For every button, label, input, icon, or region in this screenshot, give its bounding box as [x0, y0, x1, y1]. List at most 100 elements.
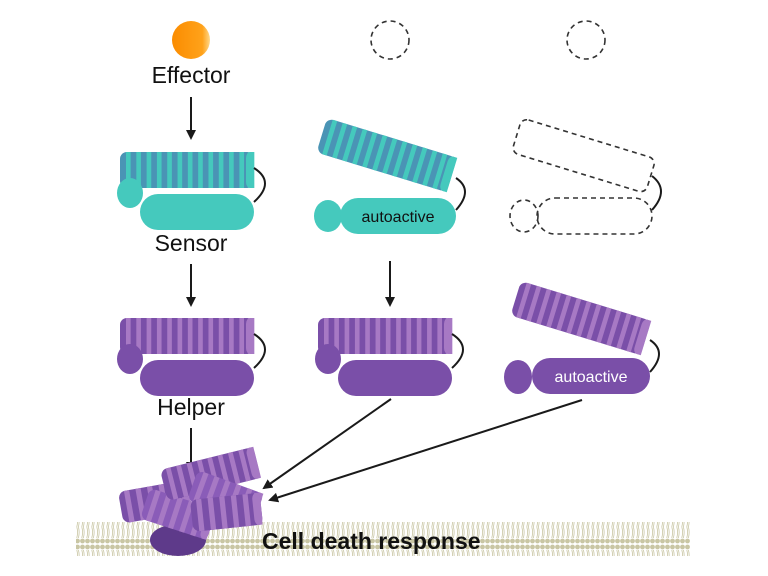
lrr-stripe [230, 495, 240, 528]
sensor-protein [117, 152, 266, 230]
helper-resistosome-complex [119, 446, 264, 556]
lrr-stripe [375, 318, 381, 354]
lrr-stripe [324, 318, 329, 354]
lrr-stripe [406, 318, 412, 354]
lrr-stripe [332, 122, 348, 159]
sensor-nb-domain [340, 198, 456, 234]
lrr-stripe [586, 304, 602, 340]
lrr-cap [444, 318, 452, 354]
sensor-cc-domain [314, 200, 342, 232]
lrr-stripe [156, 152, 162, 188]
lrr-stripe [218, 152, 224, 188]
lrr-stripe [342, 125, 358, 162]
effector-icon [172, 21, 210, 59]
linker [649, 339, 660, 373]
lrr-stripe [242, 493, 251, 527]
lrr-cap [440, 156, 456, 192]
lrr-stripe [229, 318, 234, 354]
linker [253, 167, 266, 203]
lrr-stripe [126, 152, 131, 188]
lrr-stripe [526, 285, 542, 322]
lrr-stripe [167, 152, 172, 188]
lrr-stripe [156, 493, 172, 526]
lrr-stripe [136, 318, 141, 354]
lrr-stripe [146, 318, 152, 354]
helper-nb-domain [140, 360, 254, 396]
lrr-stripe [334, 318, 339, 354]
lrr-stripe [217, 454, 230, 487]
lrr-stripe [187, 318, 193, 354]
lrr-stripe [516, 282, 532, 319]
lrr-stripe [239, 152, 245, 188]
lrr-stripe [167, 318, 172, 354]
lrr-stripe [156, 318, 162, 354]
lrr-stripe [146, 152, 152, 188]
lrr-stripe [322, 119, 338, 156]
lrr-stripe [416, 318, 422, 354]
lrr-cap [252, 493, 263, 525]
lrr-stripe [385, 318, 391, 354]
lrr-stripe [195, 498, 205, 532]
helper-protein [117, 318, 266, 396]
lrr-stripe [576, 301, 592, 337]
lrr-stripe [344, 318, 350, 354]
column-autoactive-sensor: autoactive [262, 20, 466, 490]
absent-effector-icon-2 [566, 20, 606, 60]
column-autoactive-helper: autoactive [268, 20, 662, 503]
absent-effector-icon [370, 20, 410, 60]
lrr-stripe [218, 318, 224, 354]
helper-cc-domain [315, 344, 341, 374]
absent-sensor-outline [509, 118, 662, 235]
lrr-stripe [168, 497, 183, 530]
lrr-stripe [596, 307, 612, 344]
helper-cc-domain [504, 360, 532, 394]
sensor-autoactive-protein: autoactive [314, 119, 466, 234]
helper-nb-domain [338, 360, 452, 396]
lrr-stripe [192, 472, 209, 504]
lrr-stripe [392, 141, 408, 177]
lrr-stripe [177, 318, 183, 354]
sensor-label: Sensor [155, 230, 228, 256]
helper-autoactive-label: autoactive [555, 369, 628, 386]
cell-death-response-label: Cell death response [262, 528, 481, 554]
lrr-stripe [536, 288, 552, 325]
lrr-stripe [165, 467, 179, 500]
sensor-autoactive-label: autoactive [362, 209, 435, 226]
lrr-stripe [179, 500, 194, 533]
effector-label: Effector [152, 62, 231, 88]
lrr-stripe [396, 318, 401, 354]
lrr-stripe [208, 152, 214, 188]
sensor-nb-domain [140, 194, 254, 230]
lrr-cap [246, 152, 254, 188]
lrr-stripe [126, 318, 131, 354]
lrr-stripe [238, 449, 251, 482]
lrr-stripe [427, 318, 432, 354]
lrr-stripe [227, 451, 241, 485]
lrr-cap [246, 318, 254, 354]
lrr-stripe [229, 152, 234, 188]
lrr-stripe [219, 496, 228, 529]
lrr-stripe [372, 135, 388, 171]
lrr-stripe [402, 144, 418, 181]
lrr-stripe [198, 318, 203, 354]
lrr-stripe [187, 152, 193, 188]
helper-nb-domain [532, 358, 650, 394]
arrow-autoactive-helper-to-complex [268, 399, 583, 503]
lrr-stripe [437, 318, 443, 354]
linker [253, 333, 266, 369]
helper-autoactive-protein: autoactive [504, 282, 660, 394]
lrr-stripe [422, 150, 438, 187]
lrr-stripe [616, 313, 632, 350]
lrr-stripe [606, 310, 622, 347]
lrr-stripe [136, 152, 141, 188]
lrr-stripe [412, 147, 428, 184]
column-wild-type: Effector Sensor Helper [117, 21, 266, 472]
lrr-stripe [123, 490, 135, 523]
lrr-stripe [208, 318, 214, 354]
lrr-stripe [546, 291, 562, 328]
lrr-stripe [362, 131, 378, 168]
lrr-stripe [207, 497, 217, 530]
linker [455, 177, 466, 211]
lrr-stripe [354, 318, 360, 354]
